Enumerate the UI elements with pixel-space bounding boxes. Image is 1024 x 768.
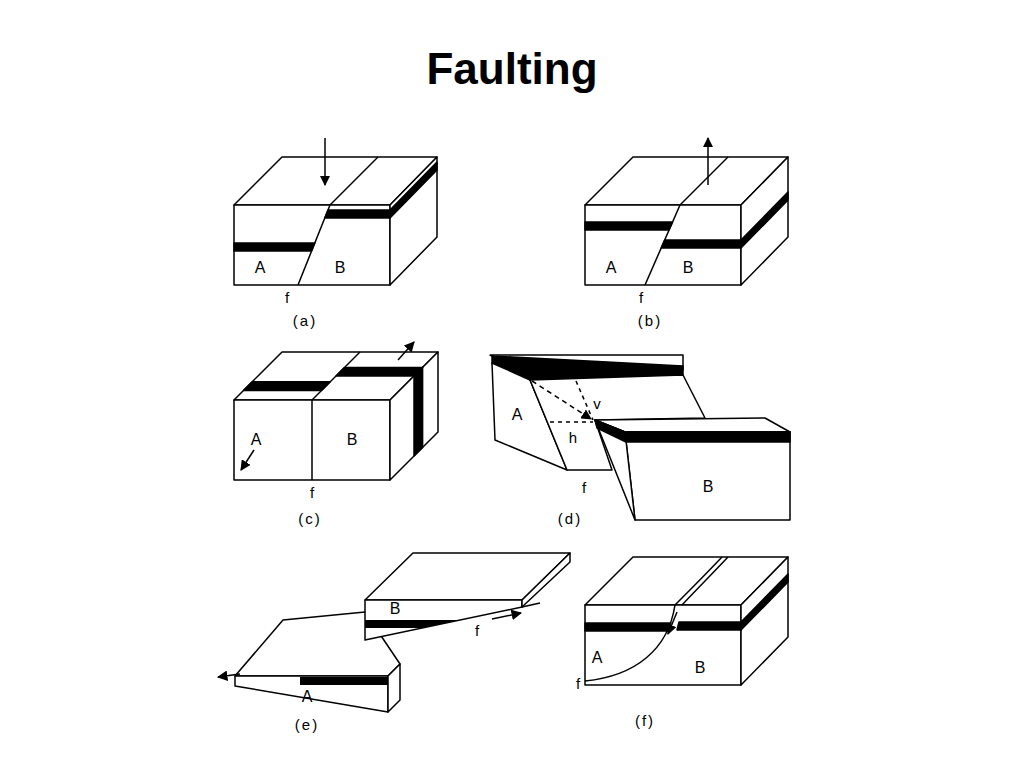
slip-vector: [532, 381, 591, 419]
vertical-component: [576, 381, 593, 420]
block-side: [388, 664, 400, 712]
rock-layer: [414, 367, 423, 456]
block-label: A: [302, 689, 313, 705]
fault-line: [522, 603, 540, 607]
block-top: [595, 418, 790, 432]
motion-arrow: [492, 613, 521, 619]
motion-arrow: [218, 674, 240, 677]
block-side: [741, 557, 788, 685]
motion-arrow: [241, 450, 254, 470]
block-label: A: [251, 432, 262, 448]
block-side: [390, 157, 437, 285]
fault-line: [680, 157, 728, 205]
rock-layer: [244, 382, 331, 391]
panel-label: (c): [298, 511, 322, 526]
block-front: [365, 600, 522, 640]
rock-layer: [365, 620, 460, 628]
rock-layer: [741, 192, 788, 248]
rock-layer: [325, 210, 390, 218]
block-side: [741, 157, 788, 285]
rock-layer: [595, 420, 790, 442]
block-label: B: [703, 479, 714, 495]
block-side: [522, 553, 570, 607]
rock-layer: [585, 222, 673, 230]
block-label: A: [592, 650, 603, 666]
block-label: A: [255, 260, 266, 276]
panel-label: (f): [635, 713, 655, 728]
rock-layer: [390, 162, 437, 218]
block-front: [585, 605, 741, 685]
component-label: v: [593, 396, 601, 411]
panel-label: (d): [558, 511, 582, 526]
block-label: A: [512, 407, 523, 423]
fault-line: [311, 400, 313, 480]
rock-layer: [585, 623, 671, 631]
motion-arrow: [668, 612, 677, 634]
motion-arrow: [707, 138, 709, 185]
horizontal-component: [550, 421, 593, 423]
fault-label: f: [285, 290, 289, 305]
block-top: [365, 553, 570, 600]
fault-label: f: [475, 623, 479, 638]
block-label: B: [695, 660, 706, 676]
block-label: B: [347, 432, 358, 448]
panel-label: (e): [295, 717, 319, 732]
block-label: B: [335, 260, 346, 276]
fault-line: [682, 557, 728, 605]
fault-label: f: [582, 480, 586, 495]
diagram-title: Faulting: [0, 44, 1024, 94]
fault-line: [330, 157, 378, 205]
block-label: B: [683, 260, 694, 276]
block-front: [235, 676, 388, 712]
rock-layer: [661, 240, 741, 248]
fault-label: f: [639, 290, 643, 305]
rock-layer: [234, 243, 315, 251]
fault-line: [585, 605, 675, 681]
rock-layer: [741, 574, 788, 630]
panel-label: (b): [638, 313, 662, 328]
block-front: [585, 205, 741, 285]
motion-arrow: [324, 138, 326, 185]
rock-layer: [300, 677, 388, 685]
block-label: A: [606, 260, 617, 276]
block-front: [234, 205, 390, 285]
panel-label: (a): [293, 313, 317, 328]
fault-label: f: [310, 485, 314, 500]
motion-arrow: [398, 342, 414, 360]
rock-layer: [336, 367, 423, 376]
block-label: B: [390, 601, 401, 617]
block-front: [625, 432, 790, 520]
rock-layer: [677, 622, 741, 630]
block-front: [234, 400, 390, 480]
fault-line: [675, 557, 722, 605]
fault-label: f: [576, 676, 580, 691]
component-label: h: [569, 430, 577, 445]
